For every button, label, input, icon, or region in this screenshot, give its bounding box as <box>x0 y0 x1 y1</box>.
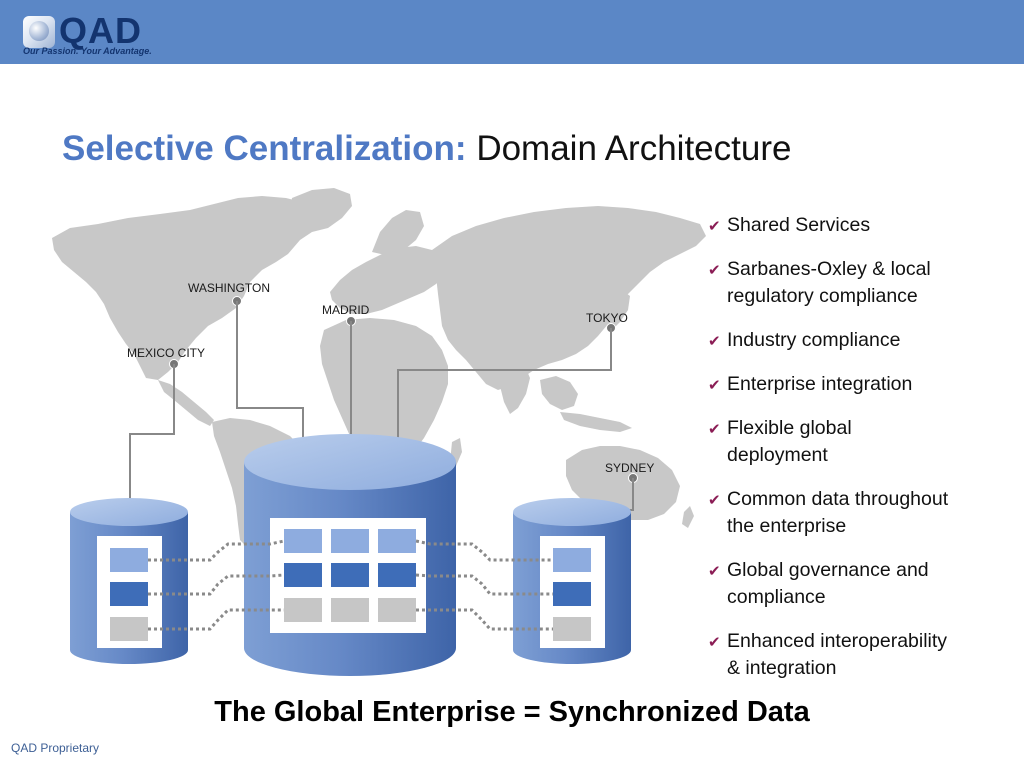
check-icon: ✔ <box>708 218 721 235</box>
label-madrid: MADRID <box>322 303 370 317</box>
sync-connectors <box>148 539 553 631</box>
connector-mexico-city <box>129 364 175 555</box>
check-icon: ✔ <box>708 421 721 438</box>
proprietary-notice: QAD Proprietary <box>11 741 100 755</box>
check-icon: ✔ <box>708 492 721 509</box>
check-icon: ✔ <box>708 333 721 350</box>
center-database-cylinder <box>244 434 456 676</box>
logo-mark-icon <box>23 16 55 48</box>
label-tokyo: TOKYO <box>586 311 628 325</box>
list-item: ✔ Global governance and compliance <box>708 559 929 608</box>
list-item: ✔ Flexible global deployment <box>708 417 852 466</box>
label-washington: WASHINGTON <box>188 281 270 295</box>
slide-title: Selective Centralization: Domain Archite… <box>62 128 791 170</box>
check-icon: ✔ <box>708 563 721 580</box>
check-icon: ✔ <box>708 262 721 279</box>
title-emphasis: Selective Centralization: <box>62 129 467 168</box>
list-item: ✔ Enterprise integration <box>706 371 1006 398</box>
logo-text: QAD <box>59 10 142 51</box>
left-database-cylinder <box>70 498 188 664</box>
list-item: ✔ Sarbanes-Oxley & local regulatory comp… <box>708 258 931 307</box>
check-icon: ✔ <box>708 634 721 651</box>
logo-tagline: Our Passion. Your Advantage. <box>23 46 152 56</box>
benefit-list: ✔ Shared Services ✔ Sarbanes-Oxley & loc… <box>706 212 1006 699</box>
list-item: ✔ Shared Services <box>706 212 1006 239</box>
header-bar: QAD Our Passion. Your Advantage. <box>0 0 1024 64</box>
list-item: ✔ Industry compliance <box>706 327 1006 354</box>
label-sydney: SYDNEY <box>605 461 654 475</box>
label-mexico-city: MEXICO CITY <box>127 346 205 360</box>
list-item: ✔ Enhanced interoperability & integratio… <box>708 630 948 679</box>
footer-statement: The Global Enterprise = Synchronized Dat… <box>214 696 810 728</box>
qad-logo: QAD Our Passion. Your Advantage. <box>21 10 152 58</box>
title-rest: Domain Architecture <box>476 129 792 168</box>
list-item: ✔ Common data throughout the enterprise <box>708 488 949 537</box>
check-icon: ✔ <box>708 377 721 394</box>
right-database-cylinder <box>513 498 631 664</box>
city-labels: WASHINGTON MADRID TOKYO MEXICO CITY SYDN… <box>127 281 654 475</box>
